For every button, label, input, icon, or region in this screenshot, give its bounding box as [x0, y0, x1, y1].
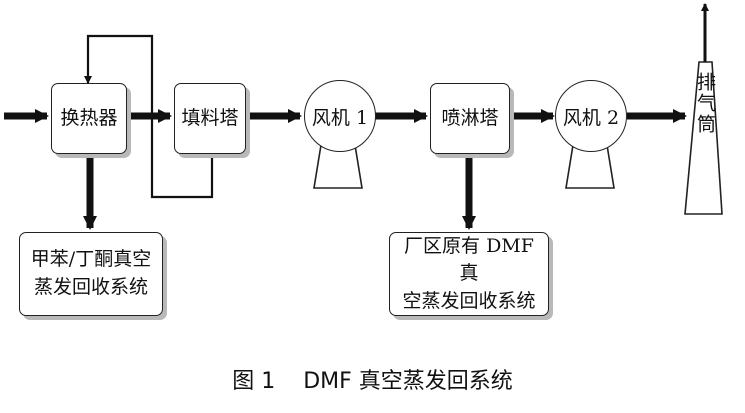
fan-1: 风机 1 [304, 80, 376, 152]
spray-tower-label: 喷淋塔 [441, 106, 499, 129]
spray-tower-box: 喷淋塔 [430, 83, 510, 154]
fan-1-label: 风机 1 [311, 106, 369, 129]
figure-caption: 图 1 DMF 真空蒸发回系统 [0, 363, 745, 395]
toluene-recovery-box: 甲苯/丁酮真空 蒸发回收系统 [19, 232, 163, 316]
figure-number: 图 1 [232, 369, 276, 394]
fan-2-label: 风机 2 [562, 106, 620, 129]
exhaust-stack-shape [684, 61, 723, 215]
dmf-recovery-box: 厂区原有 DMF 真 空蒸发回收系统 [389, 232, 549, 316]
packed-tower-box: 填料塔 [174, 83, 246, 154]
dmf-recovery-label: 厂区原有 DMF 真 空蒸发回收系统 [402, 234, 536, 312]
fan-2: 风机 2 [555, 80, 627, 152]
packed-tower-label: 填料塔 [181, 106, 239, 129]
heat-exchanger-label: 换热器 [60, 106, 118, 129]
recycle-loop [84, 34, 214, 199]
heat-exchanger-box: 换热器 [51, 83, 127, 154]
figure-title: DMF 真空蒸发回系统 [303, 369, 513, 394]
toluene-recovery-label: 甲苯/丁酮真空 蒸发回收系统 [30, 248, 152, 298]
exhaust-stack-label: 排气筒 [694, 72, 716, 135]
